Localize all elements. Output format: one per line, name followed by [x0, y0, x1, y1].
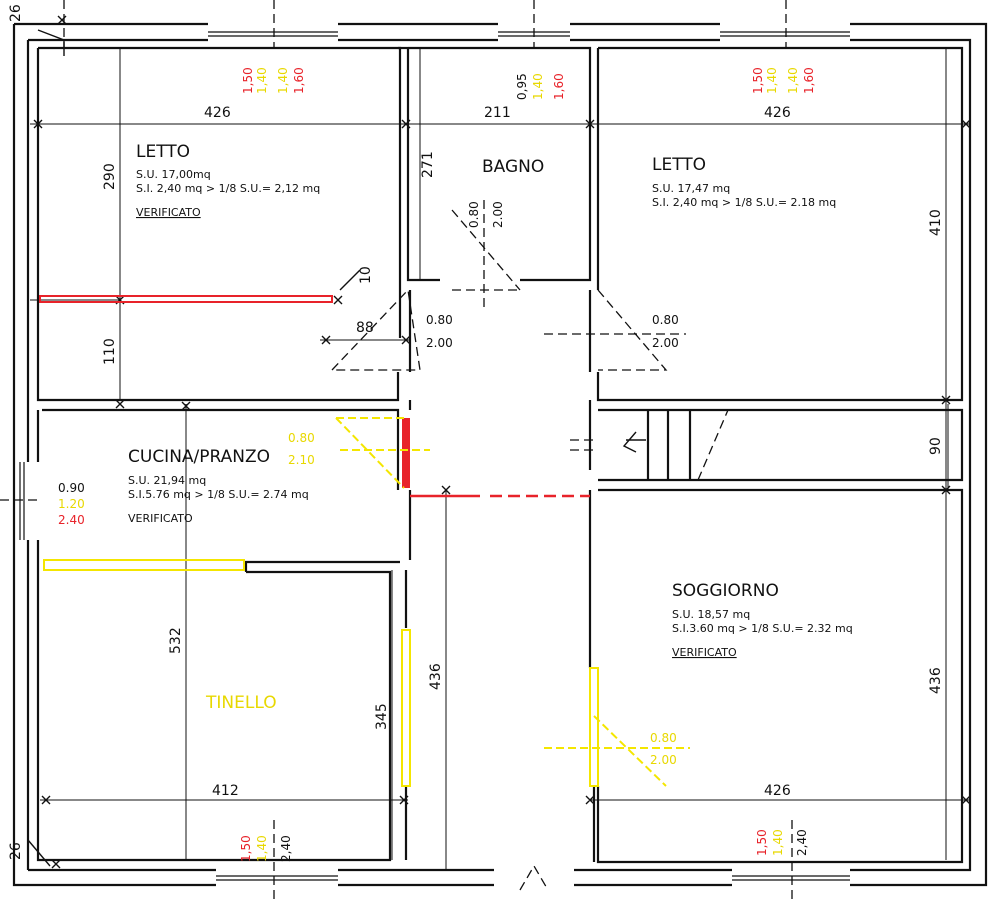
- dim-top-left-width: 426: [204, 105, 231, 121]
- room-soggiorno-name: SOGGIORNO: [672, 581, 779, 601]
- win-bl-c: 2,40: [279, 835, 293, 862]
- win-tr-b: 1,40: [765, 67, 779, 94]
- room-letto-left-name: LETTO: [136, 142, 190, 162]
- win-bagno-b: 1,40: [531, 73, 545, 100]
- door-letto-right-w: 0.80: [652, 313, 679, 327]
- win-tl-b: 1,40: [255, 67, 269, 94]
- room-cucina-name: CUCINA/PRANZO: [128, 447, 270, 467]
- room-letto-left-check: VERIFICATO: [136, 206, 201, 219]
- window-frames: [19, 31, 850, 881]
- stair-arrow-icon: [622, 431, 646, 453]
- red-elements: [39, 295, 590, 498]
- win-tl-d: 1,60: [292, 67, 306, 94]
- win-tl-c: 1,40: [276, 67, 290, 94]
- win-bagno-a: 0,95: [515, 73, 529, 100]
- room-soggiorno-si: S.I.3.60 mq > 1/8 S.U.= 2.32 mq: [672, 622, 853, 635]
- dim-wall-top: 26: [8, 4, 24, 22]
- win-tl-a: 1,50: [241, 67, 255, 94]
- dim-cucina-height: 532: [168, 627, 184, 654]
- dim-bottom-right-width: 426: [764, 783, 791, 799]
- yellow-elements: [43, 417, 690, 787]
- dim-wall-bottom: 26: [8, 842, 24, 860]
- dim-tinello-345: 345: [374, 703, 390, 730]
- room-letto-right-si: S.I. 2,40 mq > 1/8 S.U.= 2.18 mq: [652, 196, 836, 209]
- room-letto-right-name: LETTO: [652, 155, 706, 175]
- dim-bottom-left-width: 412: [212, 783, 239, 799]
- door-letto-left-w: 0.80: [426, 313, 453, 327]
- dim-small-88: 88: [356, 320, 374, 336]
- dim-bagno-width: 211: [484, 105, 511, 121]
- dim-right-height: 410: [928, 209, 944, 236]
- door-swings: [0, 0, 793, 903]
- room-letto-right-su: S.U. 17,47 mq: [652, 182, 730, 195]
- door-bagno-w: 0.80: [467, 201, 481, 228]
- win-bl-a: 1,50: [239, 835, 253, 862]
- win-tr-c: 1,40: [786, 67, 800, 94]
- win-br-a: 1,50: [755, 829, 769, 856]
- win-tr-a: 1,50: [751, 67, 765, 94]
- dim-top-right-width: 426: [764, 105, 791, 121]
- door-letto-left-h: 2.00: [426, 336, 453, 350]
- room-tinello-name: TINELLO: [205, 693, 277, 713]
- win-bl-b: 1,40: [255, 835, 269, 862]
- dim-bagno-height: 271: [420, 151, 436, 178]
- dim-corridor-436: 436: [428, 663, 444, 690]
- win-bagno-c: 1,60: [552, 73, 566, 100]
- win-cucina-b: 1.20: [58, 497, 85, 511]
- win-cucina-a: 0.90: [58, 481, 85, 495]
- dimension-lines: [30, 48, 970, 870]
- door-soggiorno-h: 2.00: [650, 753, 677, 767]
- room-soggiorno-su: S.U. 18,57 mq: [672, 608, 750, 621]
- walls: [12, 22, 988, 887]
- room-cucina-su: S.U. 21,94 mq: [128, 474, 206, 487]
- win-br-c: 2,40: [795, 829, 809, 856]
- room-letto-left-si: S.I. 2,40 mq > 1/8 S.U.= 2,12 mq: [136, 182, 320, 195]
- wall-corners: [27, 29, 361, 867]
- win-cucina-c: 2.40: [58, 513, 85, 527]
- win-br-b: 1,40: [771, 829, 785, 856]
- room-letto-left-su: S.U. 17,00mq: [136, 168, 211, 181]
- door-cucina-w: 0.80: [288, 431, 315, 445]
- dim-left-lower: 110: [102, 338, 118, 365]
- dimension-ticks: [33, 15, 971, 869]
- room-bagno-name: BAGNO: [482, 157, 544, 177]
- door-cucina-h: 2.10: [288, 453, 315, 467]
- room-cucina-si: S.I.5.76 mq > 1/8 S.U.= 2.74 mq: [128, 488, 309, 501]
- room-cucina-check: VERIFICATO: [128, 512, 193, 525]
- dim-soggiorno-height: 436: [928, 667, 944, 694]
- room-soggiorno-check: VERIFICATO: [672, 646, 737, 659]
- dim-stair-height: 90: [928, 437, 944, 455]
- win-tr-d: 1,60: [802, 67, 816, 94]
- door-soggiorno-w: 0.80: [650, 731, 677, 745]
- door-bagno-h: 2.00: [491, 201, 505, 228]
- dim-small-10: 10: [358, 266, 374, 284]
- dim-letto-left-height: 290: [102, 163, 118, 190]
- door-letto-right-h: 2.00: [652, 336, 679, 350]
